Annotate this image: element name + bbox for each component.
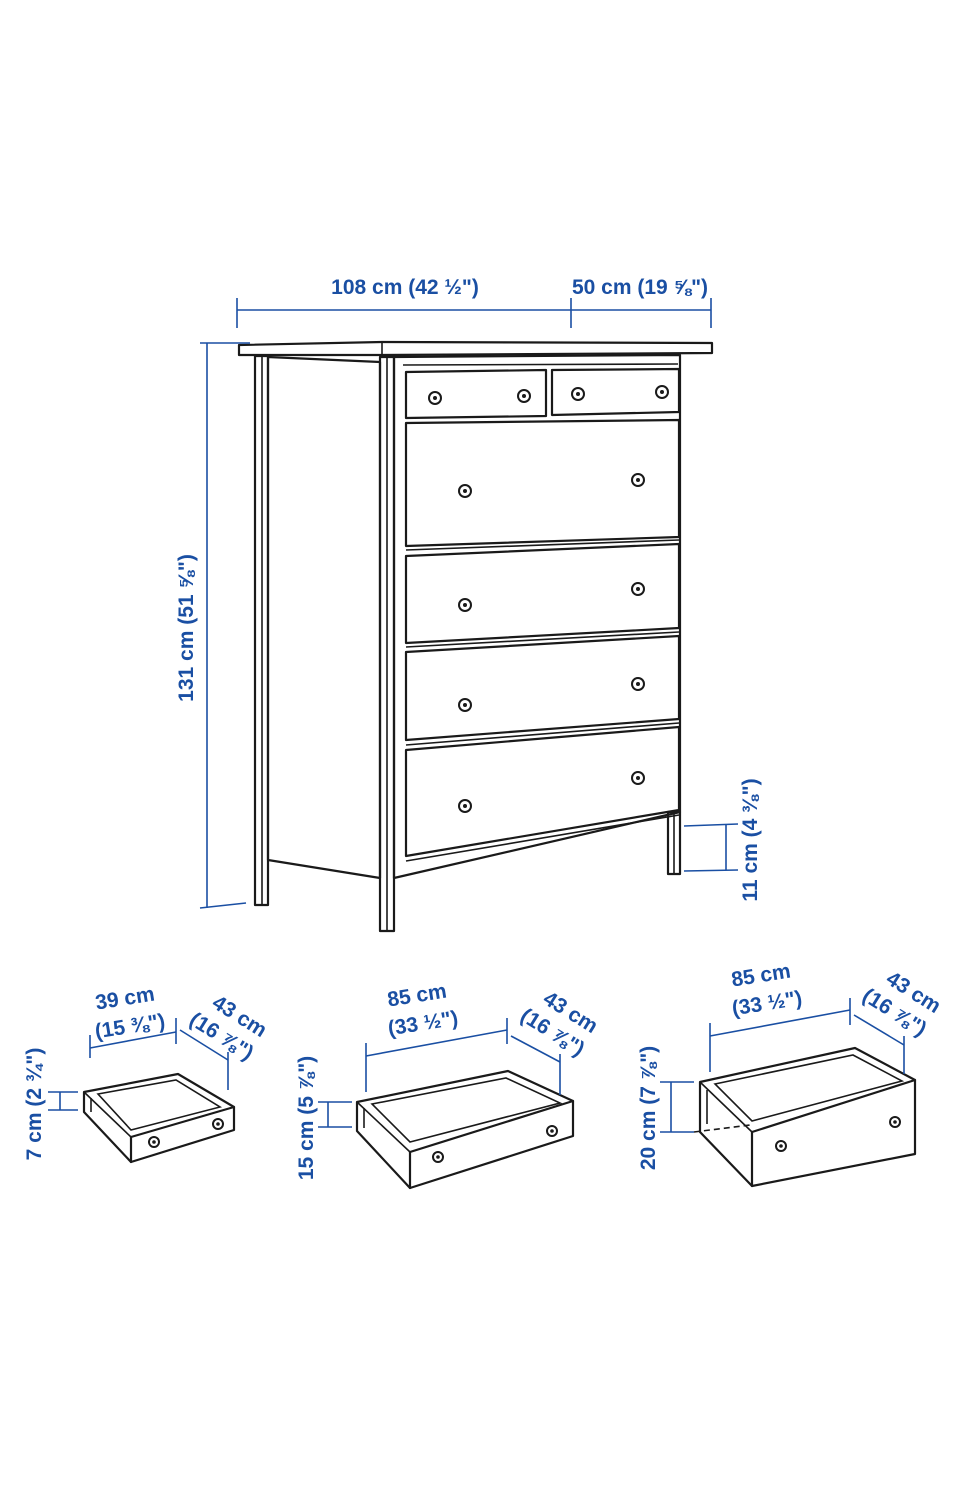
small-drawer-left	[404, 368, 548, 420]
large-drawer-dimensions	[660, 998, 905, 1133]
chest-width-label: 108 cm (42 ½")	[331, 276, 479, 299]
chest-of-drawers	[237, 340, 714, 933]
medium-drawer-height-label: 15 cm (5 ⅞")	[295, 1056, 318, 1180]
drawer-1	[404, 418, 681, 548]
chest-top	[237, 340, 714, 357]
leg-height-label: 11 cm (4 ⅜")	[739, 778, 762, 901]
chest-dimensions	[199, 298, 739, 909]
small-drawer-right	[550, 367, 681, 417]
drawer-4	[404, 725, 681, 858]
chest-depth-label: 50 cm (19 ⅝")	[572, 276, 708, 299]
drawer-knobs	[428, 385, 669, 813]
chest-height-label: 131 cm (51 ⅝")	[175, 554, 198, 702]
small-drawer-dimensions	[48, 1018, 229, 1111]
large-drawer-height-label: 20 cm (7 ⅞")	[637, 1046, 660, 1170]
front-right-leg	[666, 810, 682, 876]
small-drawer-width-imperial: (15 ⅜")	[93, 1010, 166, 1044]
large-drawer-width-label: 85 cm	[730, 960, 792, 992]
large-drawer-width-imperial: (33 ½")	[730, 987, 803, 1021]
chest-side-panel	[266, 355, 382, 880]
large-drawer-detail	[698, 1046, 917, 1188]
medium-drawer-detail	[355, 1069, 575, 1190]
front-left-post	[378, 355, 396, 933]
front-frame	[392, 353, 682, 880]
medium-drawer-width-label: 85 cm	[386, 980, 448, 1012]
medium-drawer-width-imperial: (33 ½")	[386, 1007, 459, 1041]
small-drawer-width-label: 39 cm	[94, 983, 156, 1015]
small-drawer-detail	[82, 1072, 236, 1164]
rear-leg	[253, 354, 270, 907]
drawer-2	[404, 542, 681, 645]
drawer-3	[404, 634, 681, 742]
small-drawer-height-label: 7 cm (2 ¾")	[23, 1048, 46, 1161]
medium-drawer-dimensions	[318, 1018, 561, 1128]
